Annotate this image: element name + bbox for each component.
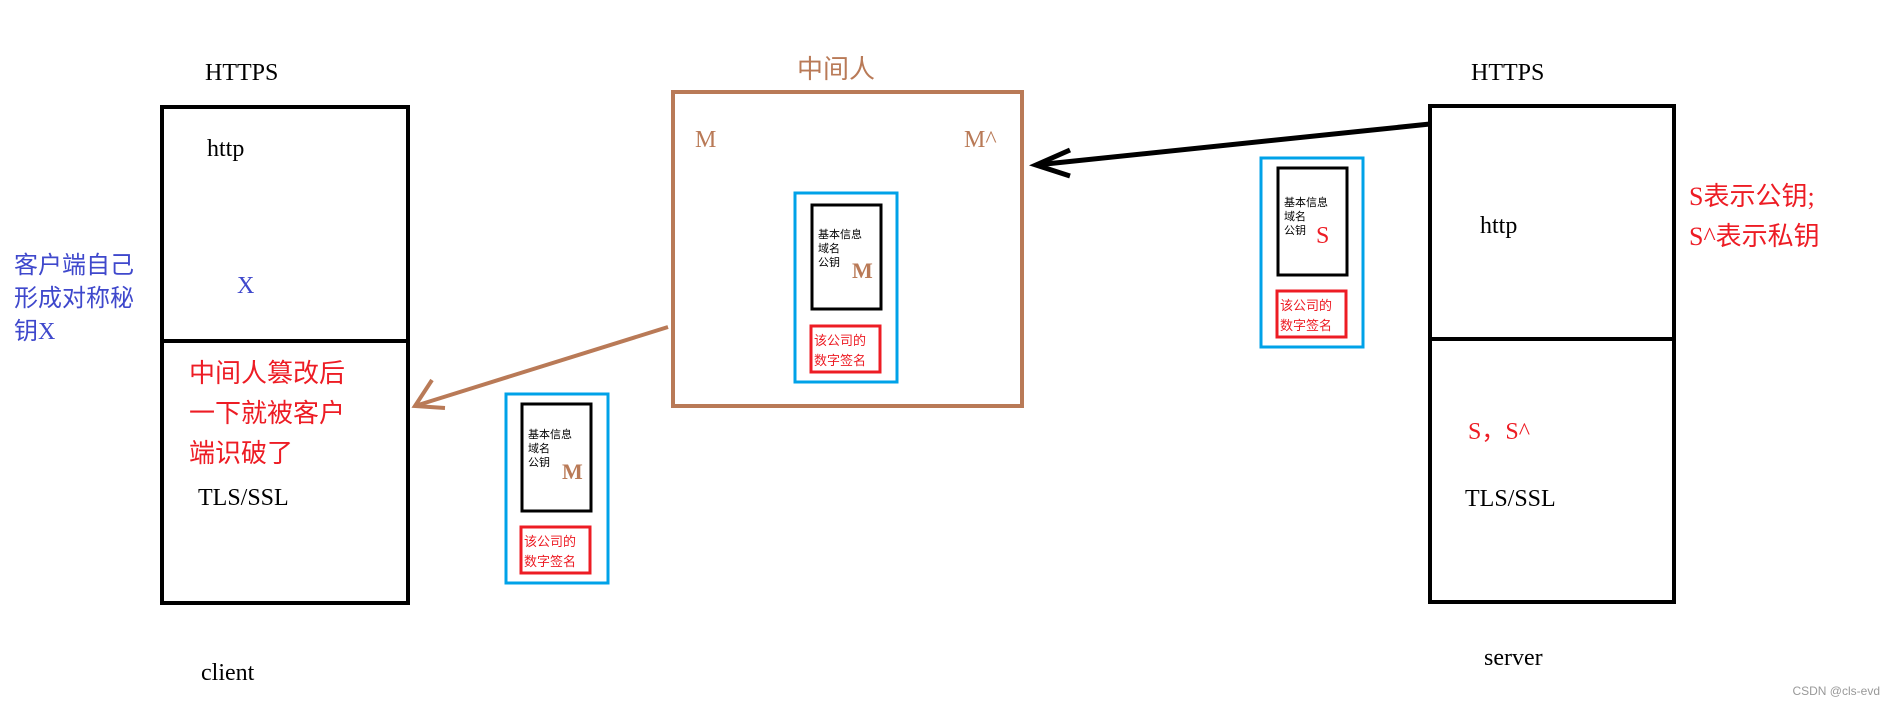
certificate-border bbox=[793, 191, 899, 384]
certificate-border bbox=[1259, 156, 1365, 349]
client-box bbox=[160, 105, 410, 605]
client-label: client bbox=[201, 660, 255, 686]
client-protocol-label: HTTPS bbox=[205, 60, 278, 86]
server-box bbox=[1428, 104, 1676, 604]
certificate-signature-box bbox=[809, 324, 882, 374]
tamper-note-line: 中间人篡改后 bbox=[189, 359, 345, 388]
cert-key: M bbox=[562, 459, 583, 484]
forged-certificate: 基本信息 域名 公钥 M 该公司的 数字签名 bbox=[504, 392, 610, 585]
cert-info-line: 公钥 bbox=[528, 455, 550, 469]
server-to-mitm-arrow bbox=[1028, 121, 1431, 179]
server-tls-label: TLS/SSL bbox=[1465, 486, 1556, 512]
client-http-label: http bbox=[207, 136, 244, 162]
csdn-watermark: CSDN @cls-evd bbox=[1792, 684, 1880, 698]
client-note-line: 形成对称秘 bbox=[14, 285, 134, 312]
cert-info-line: 公钥 bbox=[1284, 223, 1306, 237]
cert-info-line: 基本信息 bbox=[818, 227, 862, 241]
server-note-line: S^表示私钥 bbox=[1689, 222, 1820, 251]
mitm-private-key: M^ bbox=[964, 127, 997, 153]
server-http-label: http bbox=[1480, 213, 1517, 239]
cert-signature-line: 数字签名 bbox=[1280, 318, 1332, 333]
cert-info-line: 域名 bbox=[818, 241, 840, 255]
cert-info-line: 公钥 bbox=[818, 255, 840, 269]
cert-info-line: 域名 bbox=[528, 441, 550, 455]
mitm-certificate: 基本信息 域名 公钥 M 该公司的 数字签名 bbox=[793, 191, 899, 384]
cert-key: M bbox=[852, 258, 873, 283]
certificate-info-box bbox=[520, 402, 593, 513]
client-note-line: 客户端自己 bbox=[14, 252, 134, 279]
server-label: server bbox=[1484, 645, 1543, 671]
server-keys: S，S^ bbox=[1468, 419, 1530, 445]
server-protocol-label: HTTPS bbox=[1471, 60, 1544, 86]
tamper-note-line: 端识破了 bbox=[189, 439, 293, 468]
server-note-line: S表示公钥; bbox=[1689, 182, 1815, 211]
mitm-box-group: 中间人 M M^ 基本信息 域名 公钥 M 该公司的 数字签名 bbox=[671, 55, 1024, 408]
cert-info-line: 域名 bbox=[1284, 209, 1306, 223]
certificate-info-box bbox=[810, 203, 883, 311]
cert-info-line: 基本信息 bbox=[1284, 195, 1328, 209]
client-sym-key: X bbox=[237, 273, 254, 299]
cert-signature-line: 数字签名 bbox=[524, 554, 576, 569]
tamper-note-line: 一下就被客户 bbox=[189, 399, 345, 428]
certificate-info-box bbox=[1276, 166, 1349, 277]
client-tls-label: TLS/SSL bbox=[198, 485, 289, 511]
mitm-to-client-arrow bbox=[411, 325, 669, 410]
server-certificate: 基本信息 域名 公钥 S 该公司的 数字签名 bbox=[1259, 156, 1365, 349]
mitm-title: 中间人 bbox=[797, 55, 875, 84]
server-stack: HTTPS http S，S^ TLS/SSL server bbox=[1428, 60, 1676, 671]
cert-signature-line: 数字签名 bbox=[814, 353, 866, 368]
cert-signature-line: 该公司的 bbox=[1280, 298, 1332, 313]
client-note: 客户端自己 形成对称秘 钥X bbox=[14, 252, 134, 345]
certificate-signature-box bbox=[519, 525, 592, 575]
certificate-signature-box bbox=[1275, 289, 1348, 339]
mitm-public-key: M bbox=[695, 127, 716, 153]
cert-info-line: 基本信息 bbox=[528, 427, 572, 441]
server-note: S表示公钥; S^表示私钥 bbox=[1689, 182, 1820, 251]
cert-key: S bbox=[1316, 223, 1329, 249]
mitm-box bbox=[671, 90, 1024, 408]
client-stack: HTTPS http X TLS/SSL client 中间人篡改后 一下就被客… bbox=[160, 60, 410, 686]
cert-signature-line: 该公司的 bbox=[524, 534, 576, 549]
cert-signature-line: 该公司的 bbox=[814, 333, 866, 348]
certificate-border bbox=[504, 392, 610, 585]
client-note-line: 钥X bbox=[14, 318, 55, 345]
